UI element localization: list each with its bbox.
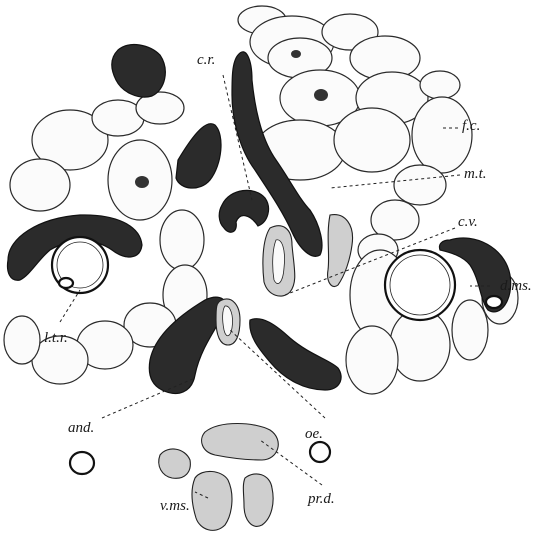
prd-structure [202,424,279,461]
label-oe: oe. [305,426,323,442]
vms-lobe-left [192,471,232,530]
label-dms: d.ms. [500,278,532,294]
dark-tissue-mid-left [176,124,221,188]
label-and: and. [68,420,94,436]
label-ltr: l.t.r. [44,330,68,346]
right-lower-crescent [250,319,341,390]
label-fc: f.c. [462,118,480,134]
label-cr: c.r. [197,52,215,68]
dark-tissue-top-left [112,45,166,97]
label-prd: pr.d. [307,491,335,507]
small-ring-left [70,452,94,474]
small-ring-right [310,442,330,462]
dms-ring [385,250,455,320]
crescent-tissue [219,190,268,232]
label-mt: m.t. [464,166,487,182]
label-vms: v.ms. [160,498,190,514]
tissue-column-lower [328,215,353,287]
label-cv: c.v. [458,214,478,230]
vms-lobe-right [243,474,273,526]
small-lobe-left [159,449,191,478]
